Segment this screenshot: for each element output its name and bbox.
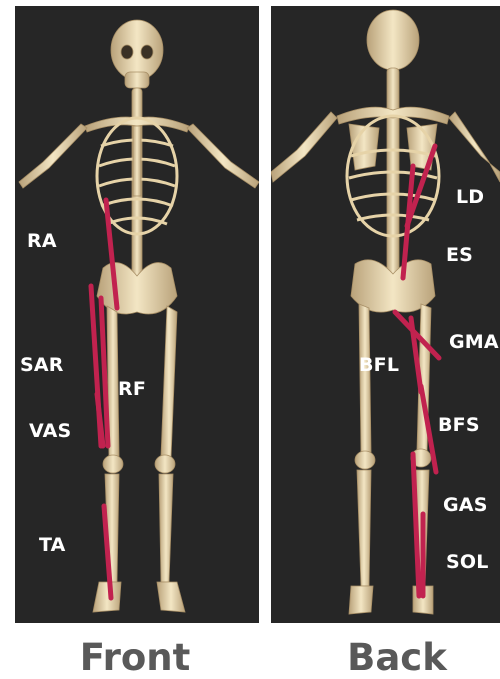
front-view-panel: RA SAR RF VAS TA (15, 6, 259, 623)
back-caption: Back (297, 636, 497, 679)
sar-label: SAR (20, 354, 64, 376)
rf-label: RF (118, 378, 146, 400)
back-skeleton (271, 10, 500, 614)
front-skeleton (19, 20, 259, 612)
back-skeleton-figure (271, 6, 500, 623)
bfs-label: BFS (438, 414, 480, 436)
bfl-label: BFL (359, 354, 399, 376)
gas-label: GAS (443, 494, 488, 516)
front-caption: Front (35, 636, 235, 679)
vas-label: VAS (29, 420, 71, 442)
sol-label: SOL (446, 551, 489, 573)
ld-label: LD (456, 186, 484, 208)
back-muscle-lines (395, 146, 439, 596)
ra-label: RA (27, 230, 57, 252)
gma-label: GMA (449, 331, 499, 353)
vas-muscle-line (97, 394, 103, 446)
front-skeleton-figure (15, 6, 259, 623)
back-view-panel: LD ES GMA BFL BFS GAS SOL (271, 6, 500, 623)
es-label: ES (446, 244, 473, 266)
ta-label: TA (39, 534, 66, 556)
